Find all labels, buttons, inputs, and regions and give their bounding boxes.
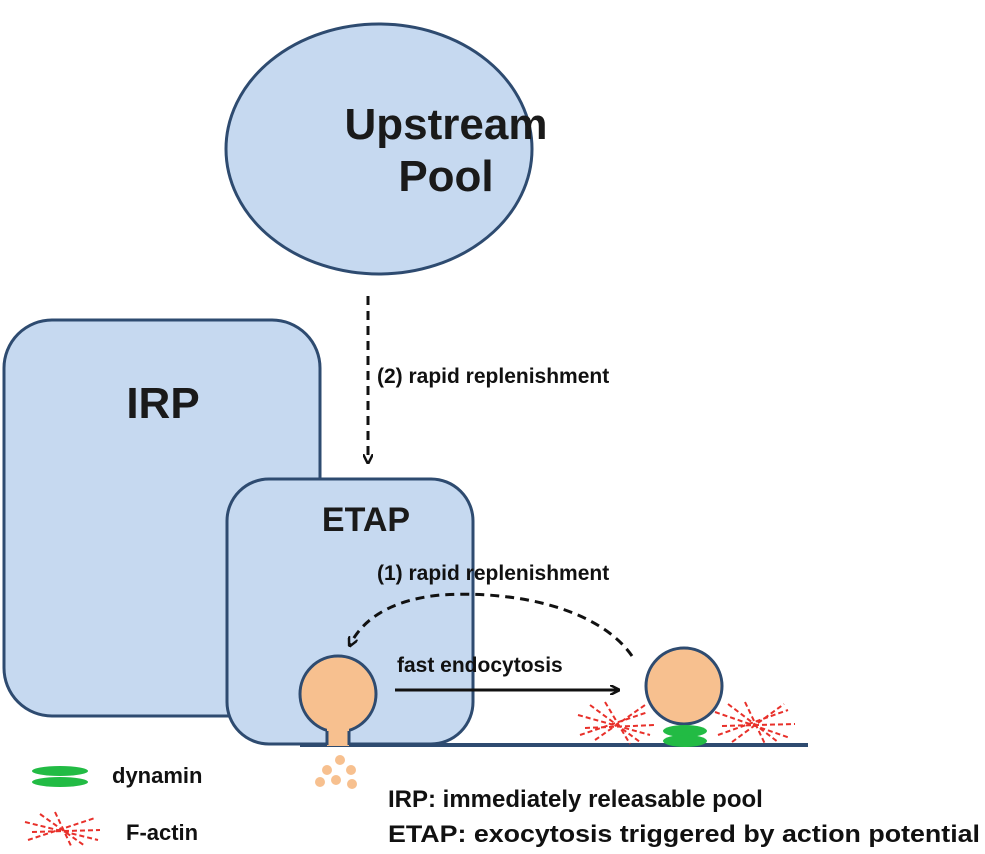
legend-f-actin-icon [24, 811, 101, 849]
legend-dynamin-label: dynamin [112, 763, 202, 788]
definition-etap: ETAP: exocytosis triggered by action pot… [388, 821, 980, 848]
endocytosed-vesicle [644, 646, 724, 726]
upstream-pool [224, 22, 534, 276]
replenish-1-label: (1) rapid replenishment [377, 562, 609, 585]
etap-label: ETAP [322, 501, 410, 539]
legend-f-actin-label: F-actin [126, 820, 198, 845]
f-actin-right [714, 701, 796, 745]
replenish-2-label: (2) rapid replenishment [377, 365, 609, 388]
irp-label: IRP [126, 379, 199, 428]
legend-dynamin-icon [32, 766, 88, 787]
upstream-pool-label-line1: Upstream [345, 100, 548, 149]
f-actin-left [577, 701, 656, 745]
released-transmitter [315, 755, 357, 789]
definition-irp: IRP: immediately releasable pool [388, 786, 763, 813]
fusing-vesicle [298, 654, 378, 747]
endocytosis-label: fast endocytosis [397, 654, 563, 677]
replenish-1-arrow [350, 592, 634, 657]
upstream-pool-label-line2: Pool [398, 152, 493, 201]
dynamin-ring [663, 725, 707, 747]
